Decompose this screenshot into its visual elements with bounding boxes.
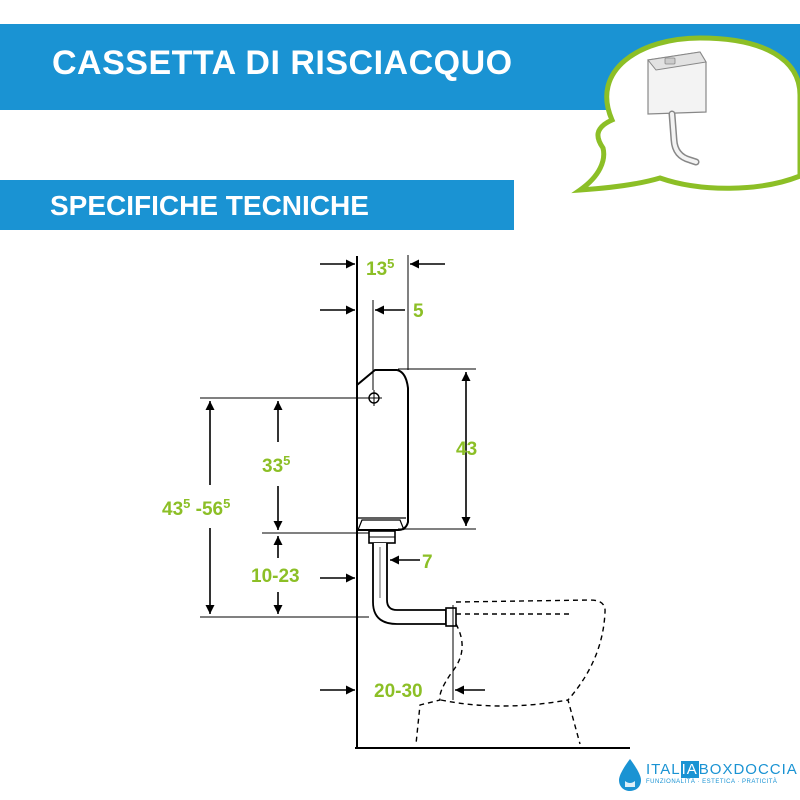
dimension-arrows <box>205 259 485 695</box>
page-title: CASSETTA DI RISCIACQUO <box>52 44 513 82</box>
dim-cistern-height: 43 <box>456 439 477 460</box>
dim-pipe-diameter: 7 <box>422 552 433 573</box>
brand-logo: ITALIABOXDOCCIA FUNZIONALITÀ · ESTETICA … <box>616 755 798 795</box>
section-title: SPECIFICHE TECNICHE <box>50 190 369 221</box>
dim-total-height: 435 -565 <box>162 496 230 520</box>
dim-pipe-offset: 5 <box>413 301 424 322</box>
speech-bubble <box>571 35 800 194</box>
dim-valve-height: 335 <box>262 453 290 477</box>
subtitle-band <box>0 180 514 230</box>
water-drop-icon <box>619 759 641 791</box>
brand-tagline: FUNZIONALITÀ · ESTETICA · PRATICITÀ <box>646 779 778 785</box>
cistern-body <box>356 369 409 531</box>
cistern-thumbnail-icon <box>647 51 707 166</box>
toilet-bowl <box>415 599 606 745</box>
dim-pipe-range: 10-23 <box>251 566 300 587</box>
bubble-illustration <box>571 35 800 194</box>
brand-name: ITALIABOXDOCCIA <box>646 761 798 778</box>
dim-cistern-depth: 135 <box>366 256 394 280</box>
valve-marker-icon <box>366 390 382 406</box>
reference-lines <box>200 255 476 700</box>
flush-pipe <box>368 530 457 627</box>
dim-wall-distance: 20-30 <box>374 681 423 702</box>
